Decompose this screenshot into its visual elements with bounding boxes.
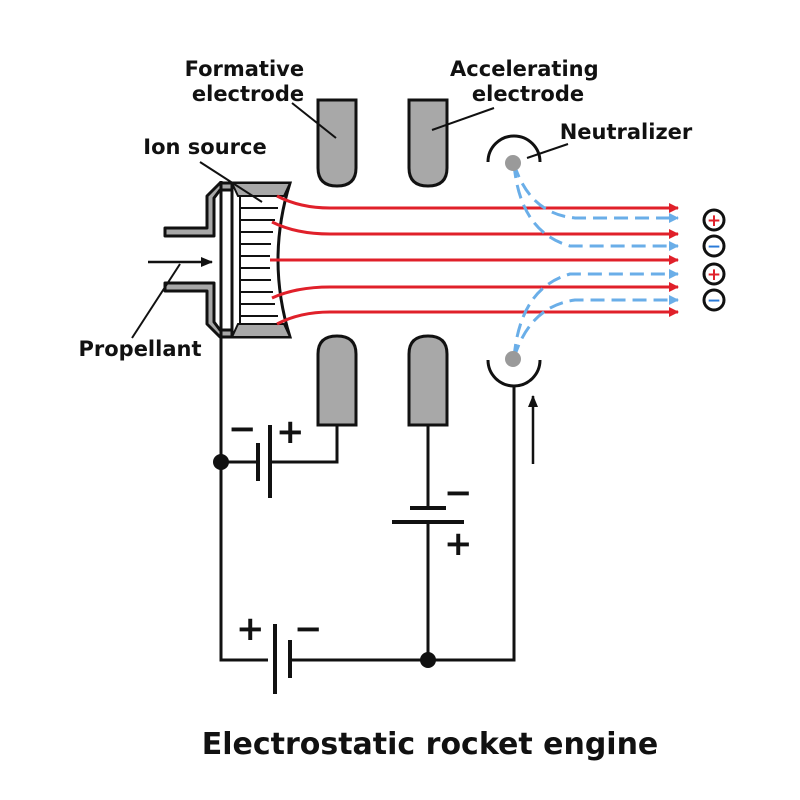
charge-sign: + (707, 211, 721, 231)
positive-ion-symbol: + (702, 208, 726, 232)
formative-electrode-label: Formative electrode (185, 57, 312, 106)
ion-beam-1 (276, 194, 679, 213)
formative-electrode-bottom (316, 334, 358, 427)
ion-beams (270, 194, 679, 326)
accelerating-electrode-label: Accelerating electrode (450, 57, 606, 106)
positive-ion-symbol: + (702, 262, 726, 286)
wire-left-main (219, 339, 268, 662)
battery-middle (392, 506, 464, 524)
charge-sign: − (707, 291, 721, 311)
wire-bottom-right (290, 386, 516, 662)
neutralizer-bottom (486, 351, 542, 388)
neutralizer-bottom-dot (505, 351, 521, 367)
battery-bottom (273, 624, 292, 694)
neutralizer-label: Neutralizer (560, 120, 693, 144)
ion-source-label: Ion source (143, 135, 266, 159)
accelerating-callout-line (431, 107, 495, 131)
formative-callout-line (291, 102, 337, 139)
electron-beam-3 (512, 269, 679, 359)
wire-top-battery-right (270, 425, 339, 464)
ion-beam-5 (276, 307, 679, 326)
ion-source-callout-line (199, 161, 263, 203)
accelerating-electrode-bottom (407, 334, 449, 427)
battery-bottom-minus: − (294, 609, 323, 649)
junction-dot-left (213, 454, 229, 470)
battery-top-minus: − (228, 409, 257, 449)
accelerating-electrode-label-line1: Accelerating (450, 57, 599, 81)
electron-beam-4 (512, 295, 679, 359)
formative-electrode-top (316, 98, 358, 188)
formative-electrode-label-line2: electrode (192, 82, 304, 106)
battery-top-plus: + (276, 412, 305, 452)
electron-beams (512, 163, 679, 359)
battery-top (256, 425, 272, 498)
charge-sign: + (707, 265, 721, 285)
ion-source-grid (230, 181, 293, 339)
callout-lines (131, 102, 569, 339)
junction-dot-bottom (420, 652, 436, 668)
diagram-title: Electrostatic rocket engine (202, 727, 659, 762)
ion-beam-4 (271, 282, 679, 300)
neutralizer-callout-line (526, 143, 569, 159)
ion-source-top-cap (230, 182, 292, 197)
ion-chamber (163, 181, 234, 339)
charge-sign: − (707, 237, 721, 257)
propellant-callout-line (131, 263, 181, 339)
battery-middle-minus: − (444, 473, 473, 513)
electron-symbol: − (702, 234, 726, 258)
accelerating-electrode-top (407, 98, 449, 188)
battery-middle-plus: + (444, 524, 473, 564)
electron-symbol: − (702, 288, 726, 312)
battery-bottom-plus: + (236, 609, 265, 649)
electron-beam-1 (512, 163, 679, 223)
ion-source-hatching (239, 196, 278, 324)
beam-charges: + − + − (702, 208, 726, 312)
neutralizer-top (486, 134, 542, 171)
propellant-label: Propellant (78, 337, 201, 361)
formative-electrode-label-line1: Formative (185, 57, 305, 81)
ion-source-bottom-cap (230, 323, 292, 338)
ion-beam-2 (271, 220, 679, 239)
accelerating-electrode-label-line2: electrode (472, 82, 584, 106)
neutralizer-top-dot (505, 155, 521, 171)
